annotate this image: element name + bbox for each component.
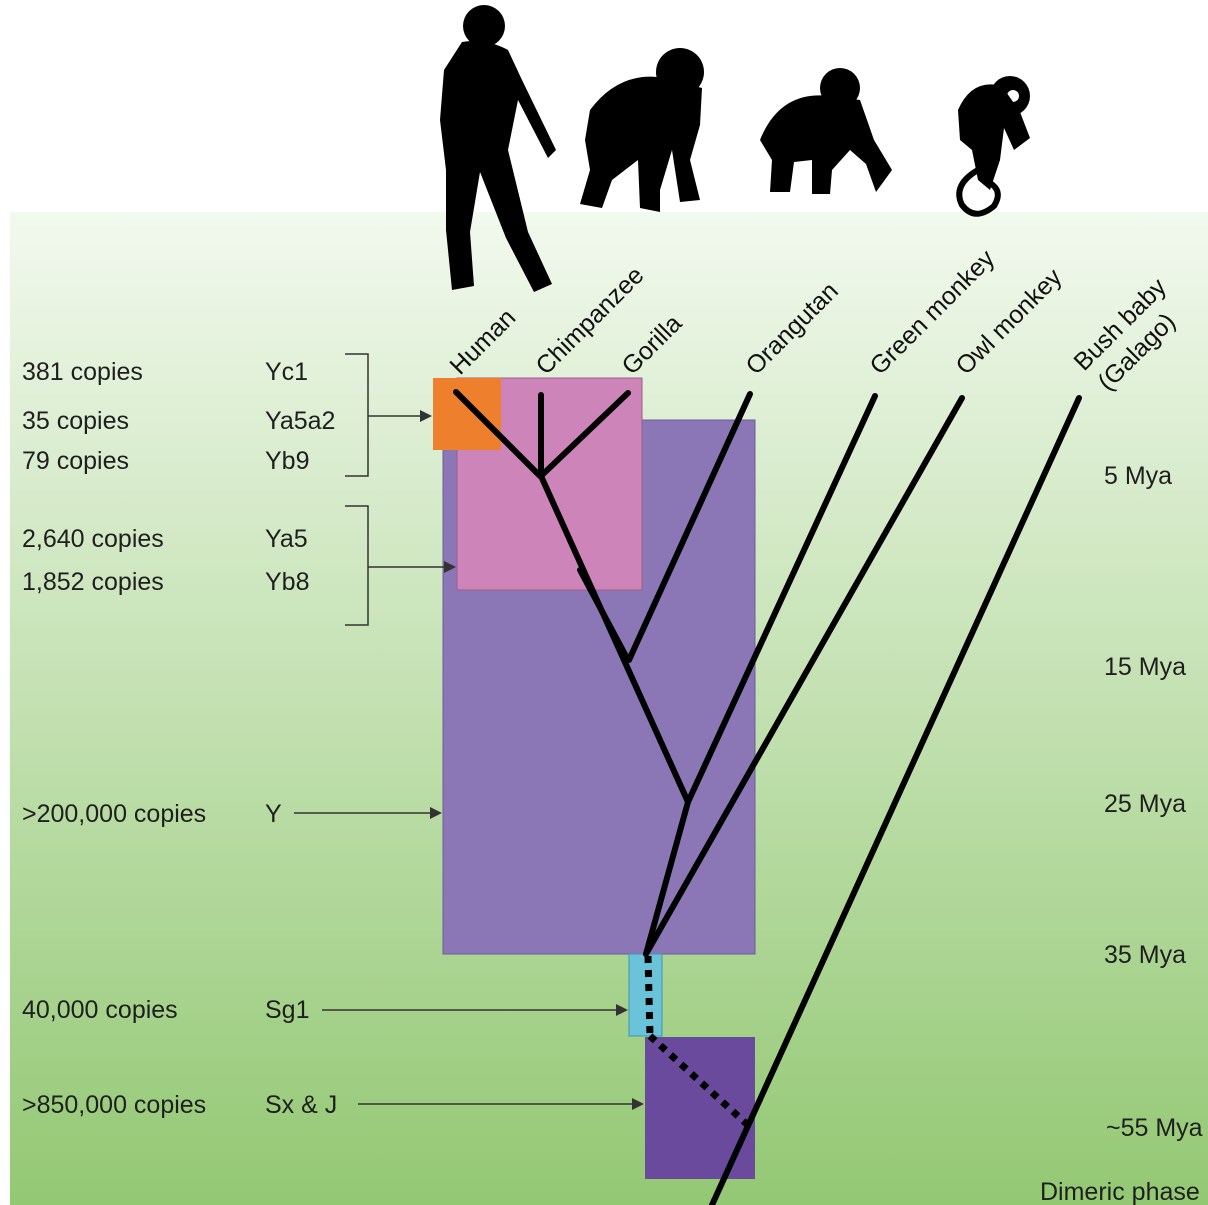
name-yc1: Yc1 [265,358,308,386]
name-sg1: Sg1 [265,996,309,1024]
name-sxj: Sx & J [265,1091,337,1119]
human-box [433,378,501,450]
sxj-subfamily-box [645,1037,755,1179]
copies-yb9: 79 copies [22,447,129,475]
time-label-25: 25 Mya [1104,790,1186,818]
copies-sg1: 40,000 copies [22,996,178,1024]
name-ya5a2: Ya5a2 [265,407,335,435]
time-label-dimeric: Dimeric phase [1040,1178,1200,1205]
name-yb8: Yb8 [265,568,309,596]
time-label-35: 35 Mya [1104,941,1186,969]
name-yb9: Yb9 [265,447,309,475]
copies-yc1: 381 copies [22,358,143,386]
copies-ya5: 2,640 copies [22,525,164,553]
time-label-15: 15 Mya [1104,653,1186,681]
copies-sxj: >850,000 copies [22,1091,206,1119]
name-ya5: Ya5 [265,525,308,553]
name-y: Y [265,800,282,828]
time-label-55: ~55 Mya [1106,1114,1203,1142]
time-label-5: 5 Mya [1104,462,1172,490]
monkey-silhouette-icon [958,76,1030,214]
copies-yb8: 1,852 copies [22,568,164,596]
gorilla-silhouette-icon [760,68,892,194]
copies-ya5a2: 35 copies [22,407,129,435]
chimpanzee-silhouette-icon [580,48,704,212]
copies-y: >200,000 copies [22,800,206,828]
sg-subfamily-box [629,954,662,1036]
